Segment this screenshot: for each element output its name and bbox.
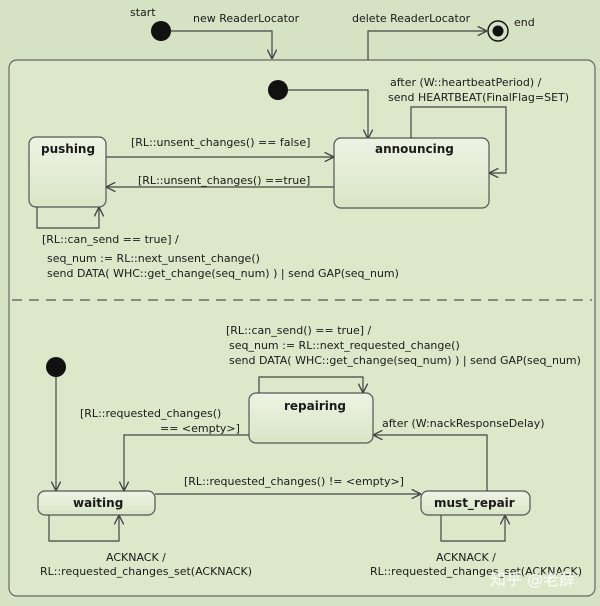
acknack-waiting-label-2: RL::requested_changes_set(ACKNACK) (40, 565, 252, 578)
state-must-repair (420, 490, 531, 516)
push-label-3: send DATA( WHC::get_change(seq_num) ) | … (47, 267, 399, 280)
watermark: 知乎 @老薛 (490, 570, 575, 589)
heartbeat-label-1: after (W::heartbeatPeriod) / (390, 76, 542, 89)
nack-delay-label: after (W:nackResponseDelay) (382, 417, 545, 430)
acknack-waiting-label-1: ACKNACK / (106, 551, 166, 564)
nack-delay-transition (374, 435, 488, 491)
state-waiting-label: waiting (73, 496, 123, 510)
acknack-must-repair-label-2: RL::requested_changes_set(ACKNACK) (370, 565, 582, 578)
unsent-false-label: [RL::unsent_changes() == false] (131, 136, 310, 149)
push-label-1: [RL::can_send == true] / (42, 233, 179, 246)
requested-empty-label-2: == <empty>] (160, 422, 240, 435)
delete-readerlocator-transition (367, 31, 486, 60)
push-self-transition (36, 207, 99, 229)
end-final-node-outer (487, 20, 509, 42)
end-label: end (514, 16, 535, 29)
state-repairing (248, 392, 374, 444)
unsent-true-label: [RL::unsent_changes() ==true] (138, 174, 310, 187)
start-initial-node (151, 21, 171, 41)
repair-label-3: send DATA( WHC::get_change(seq_num) ) | … (229, 354, 581, 367)
acknack-waiting-self-transition (48, 515, 119, 542)
lower-initial-node (46, 357, 66, 377)
repair-label-2: seq_num := RL::next_requested_change() (229, 339, 460, 352)
acknack-must-repair-self-transition (440, 515, 505, 542)
state-repairing-label: repairing (284, 399, 346, 413)
state-pushing (28, 136, 107, 208)
requested-not-empty-label: [RL::requested_changes() != <empty>] (184, 475, 404, 488)
repair-self-transition (258, 376, 363, 393)
heartbeat-self-transition (410, 106, 507, 173)
state-waiting (37, 490, 156, 516)
upper-initial-node (268, 80, 288, 100)
requested-empty-label-1: [RL::requested_changes() (80, 407, 221, 420)
repair-label-1: [RL::can_send() == true] / (226, 324, 372, 337)
new-readerlocator-label: new ReaderLocator (193, 12, 300, 25)
new-readerlocator-transition (171, 30, 272, 58)
push-label-2: seq_num := RL::next_unsent_change() (47, 252, 260, 265)
end-final-node-inner (492, 25, 504, 37)
state-announcing-label: announcing (375, 142, 454, 156)
state-must-repair-label: must_repair (434, 496, 515, 511)
start-label: start (130, 6, 156, 19)
heartbeat-label-2: send HEARTBEAT(FinalFlag=SET) (388, 91, 569, 104)
delete-readerlocator-label: delete ReaderLocator (352, 12, 471, 25)
state-pushing-label: pushing (41, 142, 95, 156)
acknack-must-repair-label-1: ACKNACK / (436, 551, 496, 564)
requested-empty-transition (124, 434, 249, 490)
upper-initial-transition (288, 89, 368, 138)
